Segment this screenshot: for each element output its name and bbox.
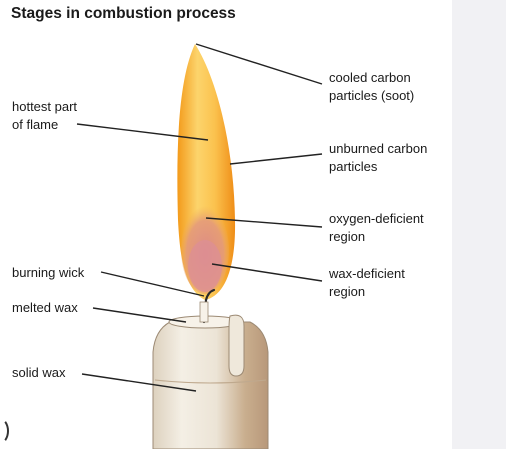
solid-wax-body — [152, 321, 269, 449]
leader-soot — [195, 43, 323, 85]
side-panel — [452, 0, 506, 449]
leader-wick — [100, 271, 205, 297]
label-solid-wax: solid wax — [12, 365, 66, 380]
leader-unburned — [229, 153, 323, 165]
wax-drip — [228, 314, 245, 377]
leader-solid — [81, 373, 197, 392]
wick — [202, 288, 216, 324]
wax-deficient-region — [188, 240, 222, 292]
diagram-title: Stages in combustion process — [11, 5, 236, 22]
leader-waxdef — [211, 263, 323, 282]
partial-icon — [0, 418, 9, 444]
leader-melted — [92, 307, 187, 323]
label-melted-wax: melted wax — [12, 300, 78, 315]
label-burning-wick: burning wick — [12, 265, 85, 280]
leader-hottest — [76, 123, 209, 141]
leader-oxygen — [205, 217, 323, 228]
